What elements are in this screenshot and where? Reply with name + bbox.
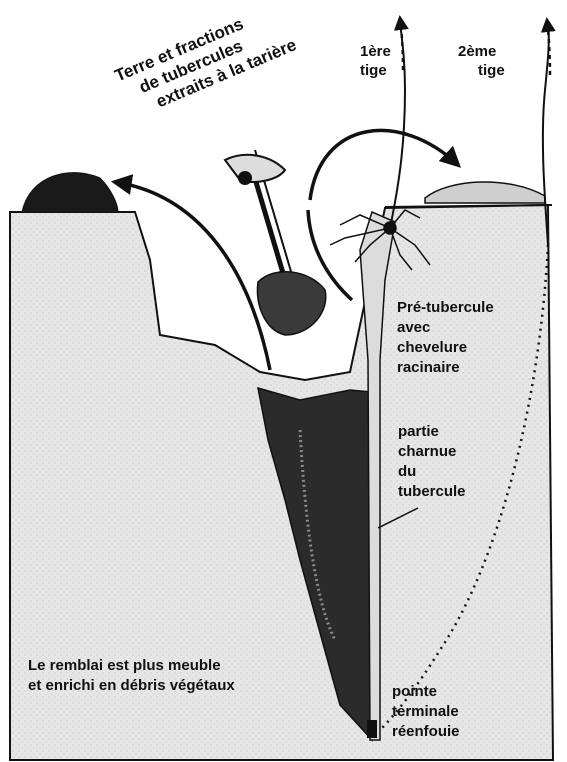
stem1-line-2: tige [360,61,391,80]
backfill-label: Le remblai est plus meuble et enrichi en… [28,656,235,696]
stem1-label: 1ère tige [360,42,391,80]
arrow-to-right-pile [310,130,458,200]
backfill-line-2: et enrichi en débris végétaux [28,676,235,696]
auger-tool [225,150,326,335]
tip-line-3: réenfouie [392,722,460,742]
pretuber-line-3: chevelure [397,338,494,358]
flesh-line-3: du [398,462,466,482]
stem1-line-1: 1ère [360,42,391,61]
pretuber-label: Pré-tubercule avec chevelure racinaire [397,298,494,378]
flesh-line-2: charnue [398,442,466,462]
tip-line-2: terminale [392,702,460,722]
pretuber-line-4: racinaire [397,358,494,378]
stem2-label: 2ème tige [458,42,505,80]
tip-line-1: pointe [392,682,460,702]
stem2-line-1: 2ème [458,42,505,61]
tip-label: pointe terminale réenfouie [392,682,460,742]
flesh-line-4: tubercule [398,482,466,502]
stem2-line-2: tige [458,61,505,80]
pretuber-line-1: Pré-tubercule [397,298,494,318]
flesh-label: partie charnue du tubercule [398,422,466,502]
backfill-line-1: Le remblai est plus meuble [28,656,235,676]
tuber-tip [367,720,377,738]
flesh-line-1: partie [398,422,466,442]
pretuber-line-2: avec [397,318,494,338]
soil-pile-right [425,182,545,203]
soil-pile-left [22,173,118,212]
